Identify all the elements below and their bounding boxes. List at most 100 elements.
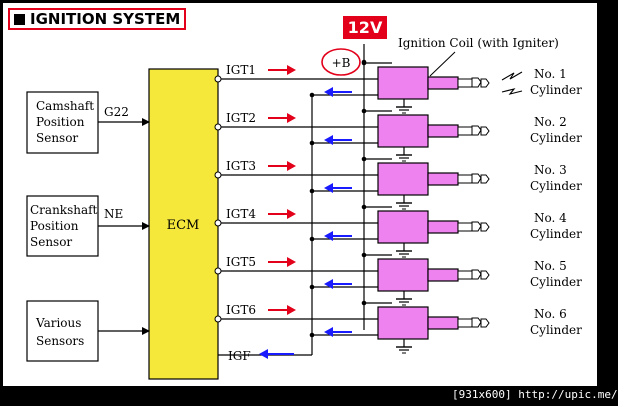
sensor-various-line1: Various <box>35 316 81 330</box>
coil-3 <box>377 162 429 196</box>
plug-electrode-4 <box>480 222 490 232</box>
cylinder-label-6: Cylinder <box>530 323 582 337</box>
title-box: IGNITION SYSTEM <box>8 8 186 30</box>
plug-tip-3 <box>471 173 482 184</box>
ecm-pin-1 <box>214 75 222 83</box>
plug-electrode-3 <box>480 174 490 184</box>
coil-1 <box>377 66 429 100</box>
diagram-panel <box>3 3 597 386</box>
igf-label: IGF <box>228 349 251 363</box>
power-node-3 <box>361 156 367 162</box>
voltage-badge: 12V <box>343 16 387 39</box>
plug-electrode-5 <box>480 270 490 280</box>
igt-arrowhead-1 <box>287 65 296 75</box>
igf-arrowhead-4 <box>324 231 333 241</box>
coil-neck-5 <box>427 268 459 282</box>
igf-arrowhead-2 <box>324 135 333 145</box>
plug-tip-5 <box>471 269 482 280</box>
igf-node-1 <box>309 92 315 98</box>
cylinder-no-3: No. 3 <box>534 163 567 177</box>
plug-body-4 <box>457 222 473 232</box>
sensor-crankshaft-line2: Position <box>30 219 79 233</box>
cylinder-label-2: Cylinder <box>530 131 582 145</box>
watermark: [931x600] http://upic.me/ <box>452 388 618 401</box>
cylinder-no-6: No. 6 <box>534 307 567 321</box>
coil-neck-4 <box>427 220 459 234</box>
igt-arrowhead-3 <box>287 161 296 171</box>
igt-arrowhead-4 <box>287 209 296 219</box>
sensor-various-line2: Sensors <box>36 334 84 348</box>
coil-4 <box>377 210 429 244</box>
cylinder-label-1: Cylinder <box>530 83 582 97</box>
ecm-block <box>148 68 219 380</box>
cylinder-label-5: Cylinder <box>530 275 582 289</box>
ecm-pin-2 <box>214 123 222 131</box>
sensor-crankshaft-line3: Sensor <box>30 235 72 249</box>
plug-tip-2 <box>471 125 482 136</box>
plug-body-5 <box>457 270 473 280</box>
plug-tip-6 <box>471 317 482 328</box>
igf-arrowhead-6 <box>324 327 333 337</box>
power-node-6 <box>361 300 367 306</box>
coil-6 <box>377 306 429 340</box>
plug-body-3 <box>457 174 473 184</box>
igt-label-3: IGT3 <box>226 159 256 173</box>
igt-label-6: IGT6 <box>226 303 256 317</box>
ecm-pin-3 <box>214 171 222 179</box>
screenshot-frame: IGNITION SYSTEM 12V ECM Camshaft Positio… <box>3 3 618 401</box>
igf-node-6 <box>309 332 315 338</box>
igt-label-4: IGT4 <box>226 207 256 221</box>
plug-body-1 <box>457 78 473 88</box>
sensor-camshaft-line3: Sensor <box>36 131 78 145</box>
plus-b-circle <box>321 48 361 76</box>
coil-neck-6 <box>427 316 459 330</box>
ecm-pin-6 <box>214 315 222 323</box>
diagram-title: IGNITION SYSTEM <box>30 10 181 28</box>
power-node-2 <box>361 108 367 114</box>
sensor-camshaft-line2: Position <box>36 115 85 129</box>
signal-g22: G22 <box>104 105 129 119</box>
coil-label: Ignition Coil (with Igniter) <box>398 36 559 50</box>
title-bullet-icon <box>14 13 25 25</box>
plug-electrode-2 <box>480 126 490 136</box>
plug-tip-1 <box>471 77 482 88</box>
igf-arrowhead-3 <box>324 183 333 193</box>
power-node-4 <box>361 204 367 210</box>
signal-ne: NE <box>104 207 123 221</box>
igf-node-3 <box>309 188 315 194</box>
coil-neck-3 <box>427 172 459 186</box>
igt-arrowhead-2 <box>287 113 296 123</box>
ecm-pin-5 <box>214 267 222 275</box>
sensor-crankshaft-line1: Crankshaft <box>30 203 98 217</box>
cylinder-label-3: Cylinder <box>530 179 582 193</box>
spark-icon <box>501 71 523 95</box>
igf-arrowhead-1 <box>324 87 333 97</box>
cylinder-no-5: No. 5 <box>534 259 567 273</box>
igf-node-4 <box>309 236 315 242</box>
power-node-1 <box>361 60 367 66</box>
coil-5 <box>377 258 429 292</box>
igf-arrowhead-5 <box>324 279 333 289</box>
plug-electrode-1 <box>480 78 490 88</box>
igt-arrowhead-5 <box>287 257 296 267</box>
coil-neck-2 <box>427 124 459 138</box>
sensor-various: Various Sensors <box>26 300 150 362</box>
sensor-camshaft: Camshaft Position Sensor G22 <box>26 91 150 154</box>
igf-node-2 <box>309 140 315 146</box>
plug-body-6 <box>457 318 473 328</box>
igt-label-1: IGT1 <box>226 63 256 77</box>
coil-2 <box>377 114 429 148</box>
igt-label-5: IGT5 <box>226 255 256 269</box>
cylinder-label-4: Cylinder <box>530 227 582 241</box>
sensor-crankshaft: Crankshaft Position Sensor NE <box>26 195 150 257</box>
cylinder-no-1: No. 1 <box>534 67 567 81</box>
power-node-5 <box>361 252 367 258</box>
plug-electrode-6 <box>480 318 490 328</box>
plug-tip-4 <box>471 221 482 232</box>
plug-body-2 <box>457 126 473 136</box>
cylinder-no-2: No. 2 <box>534 115 567 129</box>
sensor-camshaft-line1: Camshaft <box>36 99 94 113</box>
igt-label-2: IGT2 <box>226 111 256 125</box>
cylinder-no-4: No. 4 <box>534 211 567 225</box>
coil-neck-1 <box>427 76 459 90</box>
